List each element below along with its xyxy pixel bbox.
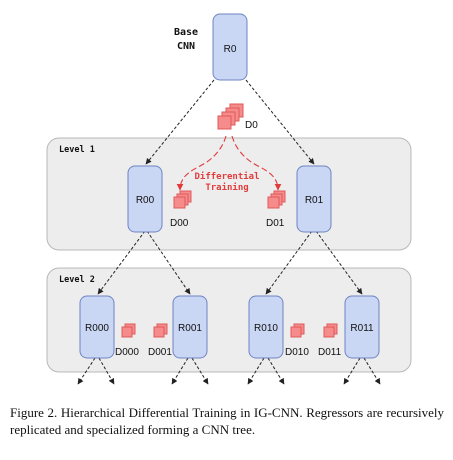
data-label-d001: D001 xyxy=(148,347,172,358)
differential-label-line2: Training xyxy=(205,182,248,193)
diff-arrow-right xyxy=(231,135,282,191)
data-stack-d010 xyxy=(290,323,305,338)
data-stack-d0 xyxy=(217,103,244,130)
node-r00: R00 xyxy=(127,165,163,233)
node-r001-label: R001 xyxy=(178,323,202,334)
differential-label-line1: Differential xyxy=(194,171,259,182)
edge-leaf xyxy=(171,357,189,385)
node-r010: R010 xyxy=(248,295,284,359)
edge-leaf xyxy=(267,357,285,385)
data-label-d0: D0 xyxy=(245,120,258,131)
node-r0-label: R0 xyxy=(224,44,237,55)
node-r010-label: R010 xyxy=(254,323,278,334)
differential-arrows xyxy=(176,135,282,191)
data-label-d00: D00 xyxy=(170,218,189,229)
node-r011-label: R011 xyxy=(350,323,374,334)
node-r01: R01 xyxy=(296,165,332,233)
node-r01-label: R01 xyxy=(305,195,324,206)
data-label-d010: D010 xyxy=(285,347,309,358)
edge-leaf xyxy=(363,357,381,385)
edge-leaf xyxy=(191,357,209,385)
edge-leaf xyxy=(77,357,96,385)
edge-leaf xyxy=(343,357,361,385)
edge-leaf xyxy=(247,357,265,385)
node-r011: R011 xyxy=(344,295,380,359)
data-label-d011: D011 xyxy=(318,347,342,358)
base-cnn-label-line1: Base xyxy=(174,27,198,38)
data-stack-d001 xyxy=(153,323,168,338)
node-r0: R0 xyxy=(212,13,248,81)
level-1-panel xyxy=(46,137,412,251)
data-label-d01: D01 xyxy=(266,218,285,229)
edge-r01-r011 xyxy=(315,230,363,295)
data-stack-d01 xyxy=(267,190,286,209)
base-cnn-label-line2: CNN xyxy=(177,41,195,52)
tree-edges xyxy=(77,79,381,385)
edge-r0-r00 xyxy=(145,79,215,165)
node-r000: R000 xyxy=(79,295,115,359)
node-r00-label: R00 xyxy=(136,195,155,206)
data-stack-d000 xyxy=(121,323,136,338)
node-r000-label: R000 xyxy=(85,323,109,334)
level-2-label: Level 2 xyxy=(59,275,95,285)
diagram: Level 1 Level 2 Base CNN Differential Tr… xyxy=(46,13,412,385)
edge-r00-r001 xyxy=(146,230,191,295)
node-r001: R001 xyxy=(172,295,208,359)
figure-caption: Figure 2. Hierarchical Differential Trai… xyxy=(10,405,444,437)
edge-leaf xyxy=(98,357,115,385)
data-stack-d011 xyxy=(323,323,338,338)
diff-arrow-left xyxy=(176,135,227,191)
level-2-panel xyxy=(46,267,412,373)
edge-r01-r010 xyxy=(265,230,313,295)
edge-r0-r01 xyxy=(245,79,315,165)
level-1-label: Level 1 xyxy=(59,145,95,155)
edge-r00-r000 xyxy=(97,230,146,295)
data-label-d000: D000 xyxy=(115,347,139,358)
data-stack-d00 xyxy=(173,190,192,209)
